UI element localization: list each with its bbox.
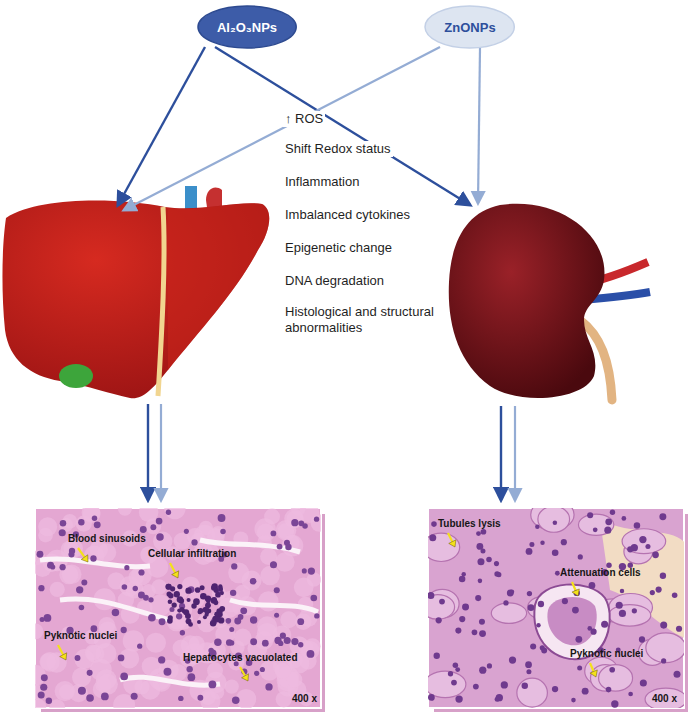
effect-item: Epigenetic change xyxy=(283,240,394,256)
pointer-arrow xyxy=(240,667,245,676)
pointer-arrow xyxy=(78,548,85,557)
material-name: Al₂O₃NPs xyxy=(217,20,277,35)
material-name: ZnONPs xyxy=(444,20,495,35)
pointer-arrow xyxy=(170,563,175,573)
effect-item: ↑ ROS xyxy=(283,111,325,127)
micrograph-label: Pyknotic nuclei xyxy=(44,630,117,643)
material-ellipse: ZnONPs xyxy=(424,5,515,49)
pointer-head xyxy=(81,555,88,562)
flow-arrow xyxy=(147,404,149,500)
effect-item: DNA degradation xyxy=(283,273,386,289)
pointer-head xyxy=(242,674,249,681)
pointer-head xyxy=(172,571,179,578)
pointer-head xyxy=(590,670,597,677)
effect-item: Histological and structural abnormalitie… xyxy=(283,304,442,337)
effect-item: Imbalanced cytokines xyxy=(283,207,412,223)
micrograph-label: Hepatocytes vacuolated xyxy=(183,652,298,665)
flow-arrow xyxy=(160,404,162,500)
pointer-arrows xyxy=(58,533,597,681)
flow-arrow xyxy=(500,406,502,500)
magnification: 400 x xyxy=(652,693,677,706)
effect-item: Inflammation xyxy=(283,174,361,190)
liver-micrograph xyxy=(25,498,328,716)
flow-arrow xyxy=(478,48,480,203)
pointer-arrow xyxy=(572,582,576,590)
liver-illustration xyxy=(2,186,269,398)
flow-arrow xyxy=(118,47,205,205)
magnification: 400 x xyxy=(292,693,317,706)
pointer-arrow xyxy=(448,533,452,542)
micrograph-label: Tubules lysis xyxy=(438,518,501,531)
kidney-illustration xyxy=(449,204,650,400)
pointer-arrow xyxy=(58,645,63,655)
material-ellipse: Al₂O₃NPs xyxy=(197,5,297,49)
micrograph-label: Blood sinusoids xyxy=(68,533,146,546)
flow-arrow xyxy=(215,47,470,205)
pointer-head xyxy=(572,589,579,596)
pointer-head xyxy=(449,540,456,547)
micrograph-label: Cellular infiltration xyxy=(148,548,236,561)
effect-item: Shift Redox status xyxy=(283,141,393,157)
arrow-group xyxy=(118,47,515,500)
flow-arrow xyxy=(124,47,440,210)
kidney-micrograph xyxy=(421,499,689,713)
flow-arrow xyxy=(514,406,516,500)
pointer-head xyxy=(60,653,67,660)
micrograph-label: Attenuation cells xyxy=(560,567,641,580)
pointer-arrow xyxy=(590,663,594,671)
micrograph-label: Pyknotic nuclei xyxy=(570,648,643,661)
